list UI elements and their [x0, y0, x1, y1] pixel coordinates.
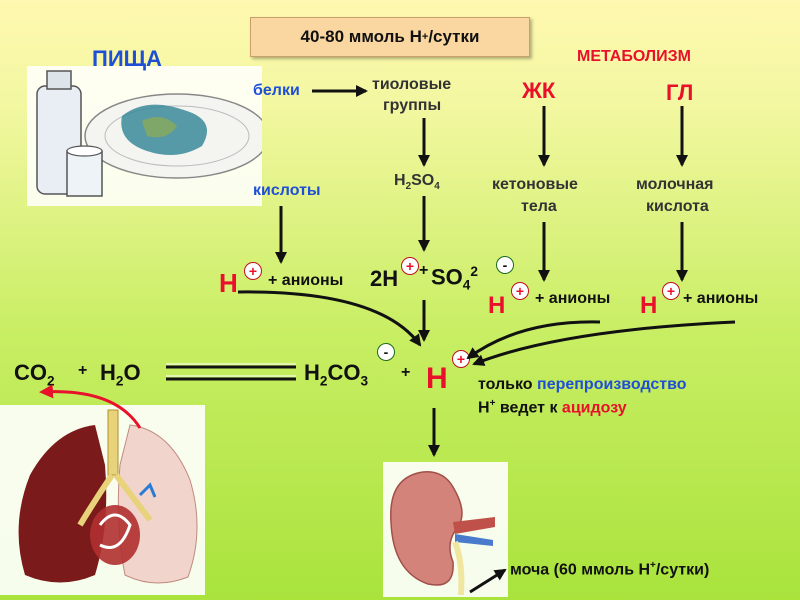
acids-label: кислоты	[253, 182, 321, 199]
h-ion-2: H	[488, 292, 506, 319]
h2so4-h: H	[394, 172, 406, 189]
arrow-curve-left-h	[237, 290, 422, 347]
urine-label: моча (60 ммоль H+/сутки)	[510, 560, 709, 579]
anions-label-2: + анионы	[535, 290, 611, 307]
note-h-sup: +	[489, 398, 496, 409]
h2o-h: H	[100, 360, 116, 385]
ketone-label-1: кетоновые	[492, 176, 578, 193]
note-line-2: H+ ведет к ацидозу	[478, 398, 627, 417]
h2o-sub: 2	[115, 373, 124, 389]
minus-circle-so4: -	[496, 256, 514, 274]
so4-sup: 2	[470, 264, 478, 279]
note-leads: ведет к	[499, 399, 558, 417]
h-ion-main: H	[426, 362, 448, 395]
note-line-1: только перепроизводство	[478, 376, 687, 394]
metabolism-label: МЕТАБОЛИЗМ	[577, 48, 691, 65]
lungs-illustration	[0, 405, 205, 595]
so4-so: SO	[431, 264, 463, 290]
co2-formula: CO2	[14, 360, 55, 388]
urine-tail: /сутки)	[655, 561, 710, 579]
eq-plus-2: +	[401, 364, 411, 381]
co2-sub: 2	[47, 373, 55, 389]
note-acidosis: ацидозу	[561, 399, 627, 417]
h2so4-sub2: 2	[405, 181, 412, 193]
note-h: H	[478, 399, 490, 417]
arrow-co2-lungs	[39, 384, 142, 429]
arrow-kidney-urine	[469, 568, 507, 594]
header-text: 40-80 ммоль H	[300, 27, 422, 46]
arrow-curve-ketone-h	[466, 320, 601, 360]
h2co3-formula: H2CO3	[304, 360, 368, 388]
h2o-o: O	[123, 360, 141, 385]
h2o-formula: H2O	[100, 360, 141, 388]
h-ion-1: H	[219, 268, 238, 298]
anions-label-1: + анионы	[268, 272, 344, 289]
proteins-label: белки	[253, 82, 300, 99]
thiol-label-1: тиоловые	[372, 76, 452, 93]
eq-plus-1: +	[78, 362, 88, 379]
h2co3-sub2: 3	[360, 373, 369, 389]
plus-sign-so4: +	[419, 262, 429, 279]
fa-label: ЖК	[522, 78, 556, 103]
arrow-curve-lactic-h	[472, 320, 736, 366]
h2so4-so: SO	[411, 172, 435, 189]
so4-sub: 4	[462, 277, 471, 293]
h2co3-h: H	[304, 360, 320, 385]
plus-circle-1: +	[244, 262, 262, 280]
h2co3-co: CO	[327, 360, 361, 385]
thiol-label-2: группы	[383, 97, 442, 114]
ketone-label-2: тела	[521, 198, 557, 215]
two-h-ion: 2H	[370, 266, 399, 291]
urine-sup: +	[650, 560, 656, 571]
lactic-label-2: кислота	[646, 198, 709, 215]
header-tail: /сутки	[428, 27, 480, 46]
h-ion-3: H	[640, 292, 658, 319]
gl-label: ГЛ	[666, 80, 694, 105]
h2so4-label: H2SO4	[394, 172, 440, 192]
lactic-label-1: молочная	[636, 176, 714, 193]
plus-circle-4: +	[662, 282, 680, 300]
food-illustration	[27, 66, 262, 206]
co2-co: CO	[14, 360, 47, 385]
kidney-illustration	[383, 462, 508, 597]
urine-text: моча (60 ммоль H	[510, 561, 651, 579]
h2co3-sub1: 2	[319, 373, 328, 389]
header-sup: +	[421, 31, 429, 43]
plus-circle-2: +	[401, 257, 419, 275]
minus-circle-h2co3: -	[377, 343, 395, 361]
header-box: 40-80 ммоль H+/сутки	[250, 17, 530, 57]
anions-label-3: + анионы	[683, 290, 759, 307]
note-overproduction: перепроизводство	[537, 376, 687, 393]
note-only: только	[478, 376, 533, 393]
plus-circle-3: +	[511, 282, 529, 300]
so4-ion: SO42	[431, 264, 478, 293]
food-label: ПИЩА	[92, 46, 162, 71]
h2so4-sub4: 4	[434, 181, 440, 193]
